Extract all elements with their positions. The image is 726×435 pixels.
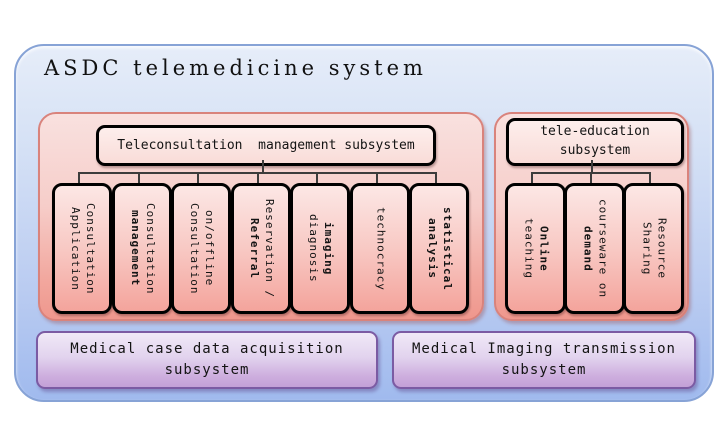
purple-box-line2: subsystem (164, 362, 250, 378)
connector-left-stub-2 (138, 172, 140, 184)
purple-box-line1: Medical Imaging transmission (411, 341, 676, 357)
node-label: courseware on (596, 198, 610, 299)
connector-right-stub-2 (590, 172, 592, 184)
node-label: Application (69, 206, 82, 291)
connector-left-stub-5 (316, 172, 318, 184)
system-title: ASDC telemedicine system (44, 56, 427, 80)
teleconsultation-header-label: Teleconsultation management subsystem (117, 138, 415, 153)
node-label: technocracy (374, 206, 388, 291)
connector-right-stub-1 (531, 172, 533, 184)
node-label: Consultation (83, 202, 97, 295)
node-label: analysis (426, 218, 439, 279)
tele-education-header-line2: subsystem (559, 143, 631, 158)
node-label: imaging (321, 221, 335, 276)
connector-right-stub-3 (649, 172, 651, 184)
node-label: teaching (522, 218, 536, 279)
connector-left-stub-7 (435, 172, 437, 184)
node-technocracy: technocracy (350, 183, 410, 314)
connector-left-trunk (262, 160, 264, 172)
connector-left-stub-4 (257, 172, 259, 184)
node-label: Consultation (143, 202, 157, 295)
node-label: statistical (440, 206, 454, 291)
connector-left-stub-6 (376, 172, 378, 184)
tele-education-header-line1: tele-education (540, 124, 650, 140)
node-label: diagnosis (307, 214, 320, 283)
medical-imaging-transmission-subsystem: Medical Imaging transmission subsystem (392, 331, 696, 389)
teleconsultation-header: Teleconsultation management subsystem (96, 125, 436, 166)
medical-case-data-acquisition-subsystem: Medical case data acquisition subsystem (36, 331, 378, 389)
node-label: Online (537, 225, 551, 272)
node-label: Referral (248, 218, 261, 279)
node-label: demand (581, 225, 595, 272)
connector-left-stub-3 (197, 172, 199, 184)
purple-box-line1: Medical case data acquisition (70, 341, 344, 357)
purple-box-line2: subsystem (501, 362, 587, 378)
node-label: Sharing (640, 221, 654, 276)
tele-education-header: tele-education subsystem (506, 118, 684, 166)
node-reservation-referral: Reservation /Referral (231, 183, 291, 314)
tele-education-header-label: tele-education subsystem (540, 123, 650, 161)
node-label: management (129, 210, 142, 287)
node-label: Resource (655, 218, 669, 279)
connector-right-rail (532, 172, 651, 174)
node-label: Consultation (188, 202, 201, 295)
node-label: on/offline (202, 210, 216, 287)
connector-right-trunk (591, 160, 593, 172)
connector-left-stub-1 (78, 172, 80, 184)
node-label: Reservation / (262, 198, 276, 299)
